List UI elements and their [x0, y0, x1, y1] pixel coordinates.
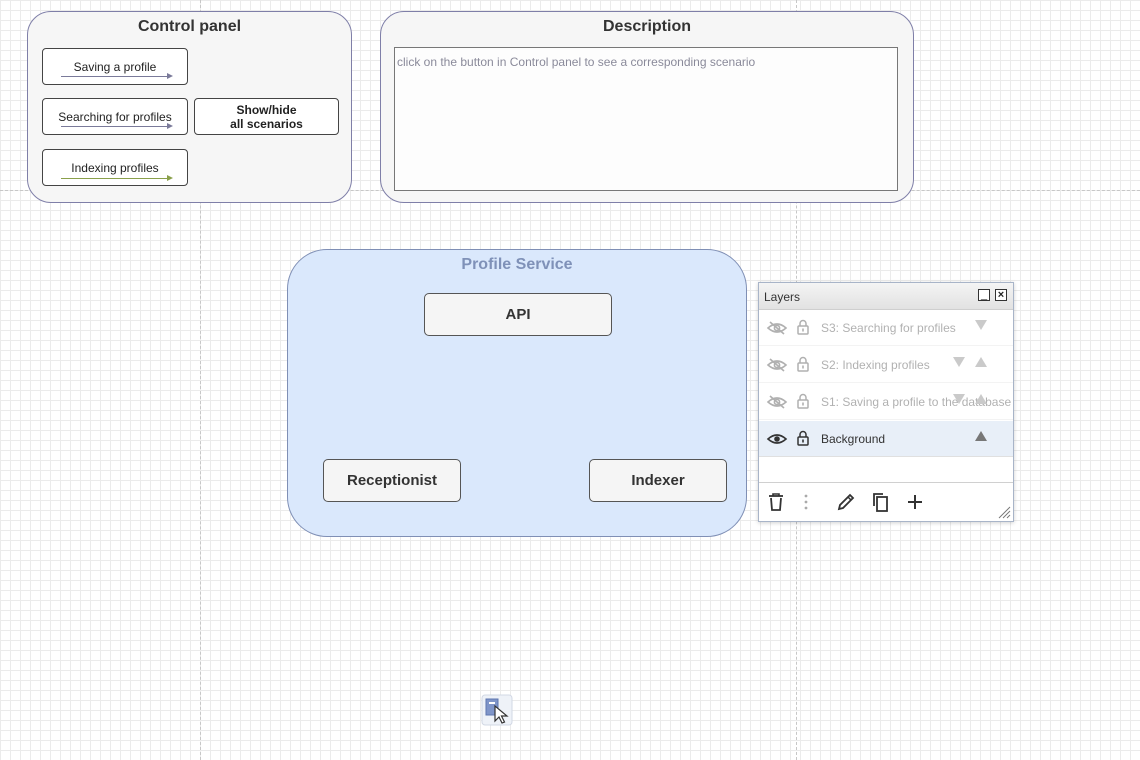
close-button[interactable]: × — [995, 289, 1007, 301]
description-title: Description — [602, 18, 691, 35]
move-up-icon[interactable] — [975, 357, 987, 367]
duplicate-icon[interactable] — [869, 491, 891, 513]
layer-name: S2: Indexing profiles — [821, 358, 930, 372]
description-panel: Description click on the button in Contr… — [380, 11, 914, 203]
layer-name: S1: Saving a profile to the database — [821, 395, 1012, 409]
layers-panel: Layers _ × S3: Searching for profiles — [758, 282, 1014, 522]
plus-icon[interactable] — [904, 491, 926, 513]
control-panel: Control panel Saving a profile Searching… — [27, 11, 352, 203]
more-icon[interactable] — [800, 491, 812, 513]
layer-row-s1[interactable]: S1: Saving a profile to the database — [759, 384, 1013, 420]
layer-row-background[interactable]: Background — [759, 421, 1013, 457]
eye-off-icon[interactable] — [766, 320, 788, 336]
saving-profile-label: Saving a profile — [73, 60, 157, 74]
lock-icon[interactable] — [797, 393, 809, 409]
eye-icon[interactable] — [766, 431, 788, 447]
eye-off-icon[interactable] — [766, 357, 788, 373]
api-component[interactable]: API — [424, 293, 612, 336]
layer-row-s3[interactable]: S3: Searching for profiles — [759, 310, 1013, 346]
move-down-icon[interactable] — [975, 320, 987, 330]
searching-profiles-label: Searching for profiles — [58, 110, 172, 124]
pencil-icon[interactable] — [835, 491, 857, 513]
minimize-button[interactable]: _ — [978, 289, 990, 301]
move-down-icon[interactable] — [953, 357, 965, 367]
arrow-icon — [61, 123, 173, 129]
searching-profiles-button[interactable]: Searching for profiles — [42, 98, 188, 135]
arrow-icon — [61, 73, 173, 79]
eye-off-icon[interactable] — [766, 394, 788, 410]
arrow-icon — [61, 175, 173, 181]
move-up-icon[interactable] — [975, 431, 987, 441]
indexing-profiles-button[interactable]: Indexing profiles — [42, 149, 188, 186]
indexer-component[interactable]: Indexer — [589, 459, 727, 502]
lock-icon[interactable] — [797, 356, 809, 372]
trash-icon[interactable] — [765, 491, 787, 513]
show-hide-label-line2: all scenarios — [230, 117, 303, 131]
layers-title: Layers — [764, 290, 801, 304]
description-text-area[interactable]: click on the button in Control panel to … — [394, 47, 898, 191]
layer-name: S3: Searching for profiles — [821, 321, 956, 335]
move-down-icon[interactable] — [953, 394, 965, 404]
lock-icon[interactable] — [797, 319, 809, 335]
lock-icon[interactable] — [797, 430, 809, 446]
move-up-icon[interactable] — [975, 394, 987, 404]
indexing-profiles-label: Indexing profiles — [71, 161, 159, 175]
page-break-vertical — [200, 0, 201, 760]
layers-header[interactable]: Layers _ × — [759, 283, 1013, 310]
layers-toolbar — [759, 482, 1013, 521]
receptionist-component[interactable]: Receptionist — [323, 459, 461, 502]
profile-service-title: Profile Service — [461, 256, 573, 273]
layer-name: Background — [821, 432, 886, 446]
profile-service-container[interactable]: Profile Service API Receptionist Indexer — [287, 249, 747, 537]
saving-profile-button[interactable]: Saving a profile — [42, 48, 188, 85]
resize-grip-icon[interactable] — [997, 505, 1011, 519]
control-panel-title: Control panel — [137, 18, 242, 35]
show-hide-label-line1: Show/hide — [236, 103, 297, 117]
layer-row-s2[interactable]: S2: Indexing profiles — [759, 347, 1013, 383]
cursor-icon — [481, 694, 513, 726]
show-hide-scenarios-button[interactable]: Show/hide all scenarios — [194, 98, 339, 135]
